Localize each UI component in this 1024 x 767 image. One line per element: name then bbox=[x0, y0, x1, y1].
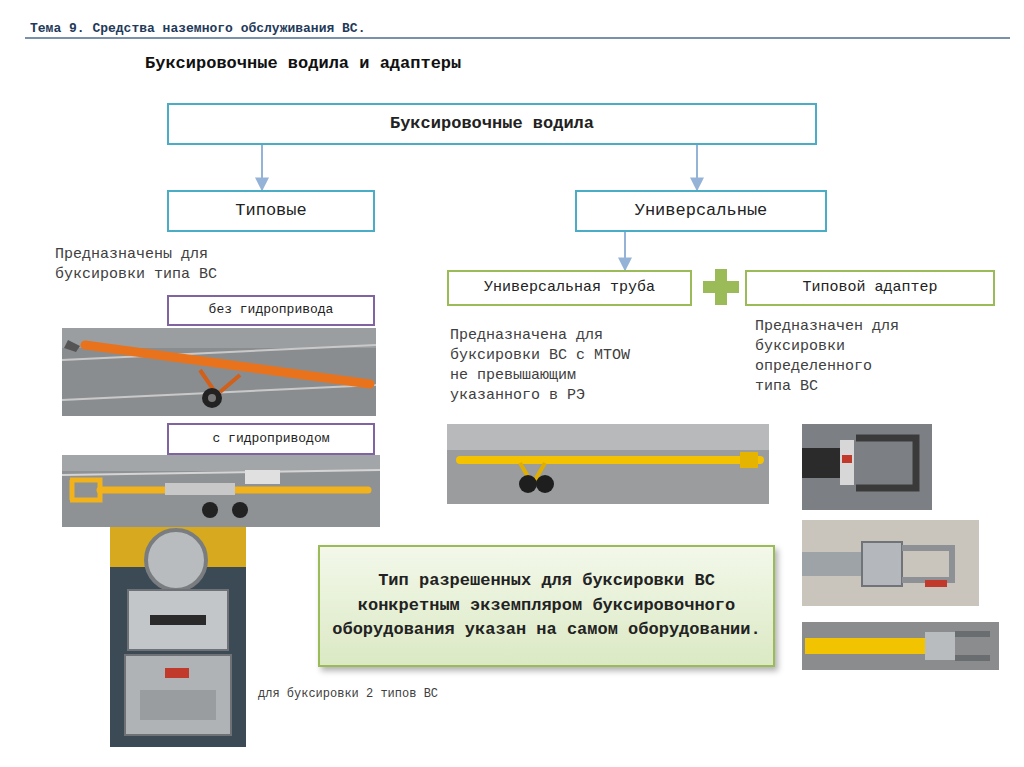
arrow-connector bbox=[696, 145, 698, 190]
header-text: Тема 9. Средства наземного обслуживания … bbox=[30, 20, 365, 37]
note-text: Предназначены для буксировки типа ВС bbox=[55, 245, 230, 285]
adapter-photo bbox=[802, 424, 932, 510]
towbar-photo bbox=[62, 328, 376, 416]
box-text: Универсальная труба bbox=[484, 277, 655, 299]
slide-title: Буксировочные водила и адаптеры bbox=[145, 54, 461, 73]
note-box: Тип разрешенных для буксировки ВС конкре… bbox=[318, 545, 775, 667]
header-rule bbox=[25, 37, 1010, 39]
photo-caption: для буксировки 2 типов ВС bbox=[258, 687, 438, 703]
category-box: Буксировочные водила bbox=[167, 103, 817, 145]
box-text: без гидропривода bbox=[209, 301, 334, 320]
variant-box: без гидропривода bbox=[167, 295, 375, 326]
box-text: с гидроприводом bbox=[212, 430, 329, 449]
adapter-photo bbox=[802, 520, 979, 606]
arrow-connector bbox=[261, 145, 263, 190]
component-box: Типовой адаптер bbox=[745, 270, 995, 306]
plus-symbol bbox=[703, 269, 739, 305]
note-text: Предназначен для буксировки определенног… bbox=[755, 317, 907, 397]
towbar-head-photo bbox=[110, 527, 246, 747]
box-text: Типовые bbox=[235, 199, 306, 224]
category-box: Типовые bbox=[167, 190, 375, 232]
arrow-connector bbox=[624, 232, 626, 270]
note-text: Предназначена для буксировки ВС с MTOW н… bbox=[450, 326, 635, 406]
adapter-photo bbox=[802, 622, 999, 670]
universal-tube-photo bbox=[447, 424, 769, 504]
category-box: Универсальные bbox=[575, 190, 827, 232]
towbar-photo bbox=[62, 455, 380, 527]
box-text: Универсальные bbox=[635, 199, 768, 224]
variant-box: с гидроприводом bbox=[167, 423, 375, 455]
box-text: Типовой адаптер bbox=[802, 277, 937, 299]
box-text: Буксировочные водила bbox=[390, 112, 594, 137]
component-box: Универсальная труба bbox=[447, 270, 692, 306]
box-text: Тип разрешенных для буксировки ВС конкре… bbox=[330, 569, 763, 643]
